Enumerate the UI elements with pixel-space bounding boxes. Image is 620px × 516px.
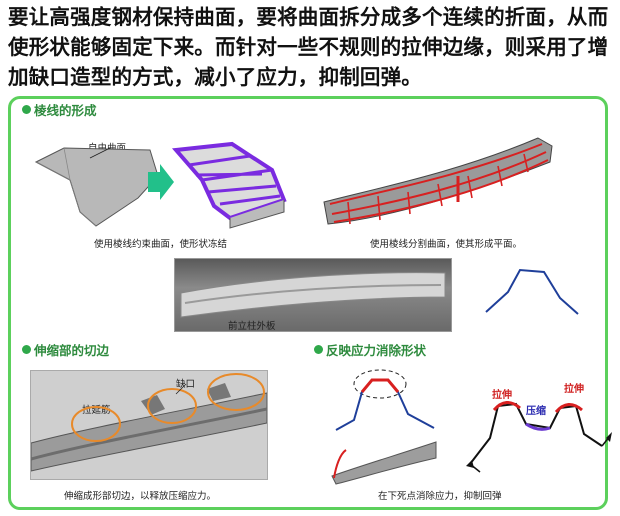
green-bullet-icon xyxy=(22,105,31,114)
free-surface-label: 自由曲面 xyxy=(88,143,127,154)
section-title-ridge: 棱线的形成 xyxy=(22,100,97,119)
section-title-cutout: 伸缩部的切边 xyxy=(22,340,109,359)
stress-caption: 在下死点消除应力，抑制回弹 xyxy=(378,491,502,502)
ridge-caption-left: 使用棱线约束曲面，使形状冻结 xyxy=(94,239,228,250)
compress-label: 压缩 xyxy=(526,406,546,417)
green-bullet-icon xyxy=(314,345,323,354)
free-surface-panel-illustration xyxy=(34,147,159,227)
stretch-label-right: 拉伸 xyxy=(564,384,584,395)
stress-profile-top xyxy=(335,369,435,431)
ridge-caption-right: 使用棱线分割曲面，使其形成平面。 xyxy=(370,239,523,250)
pillar-caption: 前立柱外板 xyxy=(228,321,276,332)
section-title-stress: 反映应力消除形状 xyxy=(314,340,426,359)
front-pillar-photo xyxy=(174,258,452,332)
stress-diagram xyxy=(466,401,612,473)
stress-part-illustration xyxy=(331,441,437,485)
right-arrow-icon xyxy=(148,164,174,200)
cutout-caption: 伸缩成形部切边，以释放压缩应力。 xyxy=(64,491,217,502)
headline-text: 要让高强度钢材保持曲面，要将曲面拆分成多个连续的折面，从而使形状能够固定下来。而… xyxy=(8,5,609,89)
green-bullet-icon xyxy=(22,345,31,354)
ridged-panel-illustration xyxy=(171,141,287,229)
stretch-label-left: 拉伸 xyxy=(492,390,512,401)
stretch-rib-label: 拉延筋 xyxy=(82,405,111,416)
ridge-profile-line xyxy=(485,268,579,315)
pillar-red-ridges-illustration xyxy=(323,137,553,225)
cutout-part-photo xyxy=(30,370,268,480)
